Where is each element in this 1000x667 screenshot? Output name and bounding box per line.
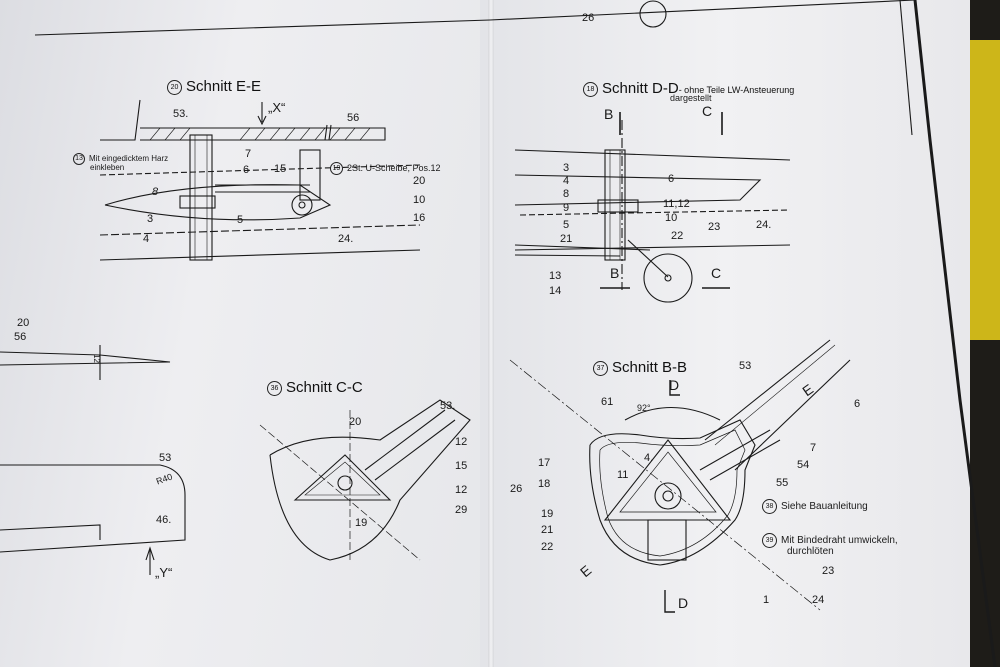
part-label: 3 bbox=[147, 213, 154, 225]
cut-marker: C bbox=[702, 103, 713, 119]
plan-sheet-right bbox=[480, 0, 970, 667]
part-label: 19 bbox=[541, 508, 554, 520]
part-label: 12 bbox=[455, 484, 468, 496]
part-label: 54 bbox=[797, 459, 810, 471]
part-label: 18 bbox=[538, 478, 551, 490]
part-label: 26 bbox=[510, 483, 523, 495]
view-marker-x: „X“ bbox=[268, 100, 286, 115]
part-label: 14 bbox=[549, 285, 562, 297]
part-label: 6 bbox=[243, 164, 250, 176]
part-label: 17 bbox=[538, 457, 551, 469]
part-label: 53 bbox=[159, 452, 172, 464]
part-label: 21 bbox=[541, 524, 554, 536]
note-39-line2: durchlöten bbox=[787, 546, 834, 557]
part-label: 55 bbox=[776, 477, 789, 489]
part-label: 8 bbox=[152, 186, 159, 198]
plan-sheet-left bbox=[0, 0, 495, 667]
part-label: 15 bbox=[274, 163, 287, 175]
part-label: 19 bbox=[355, 517, 368, 529]
part-label: 9 bbox=[563, 202, 570, 214]
cut-marker: C bbox=[711, 265, 722, 281]
part-label: 53. bbox=[173, 108, 189, 120]
paper-fold bbox=[488, 0, 494, 667]
cut-marker: B bbox=[610, 265, 620, 281]
part-label: 20 bbox=[349, 416, 362, 428]
part-label: 24 bbox=[812, 594, 825, 606]
part-label: 5 bbox=[563, 219, 570, 231]
part-label: 16 bbox=[413, 212, 426, 224]
part-label: 46. bbox=[156, 514, 172, 526]
view-marker-y: „Y“ bbox=[155, 565, 173, 580]
note-13-line2: einkleben bbox=[90, 163, 125, 172]
part-label: 10 bbox=[413, 194, 426, 206]
part-label: 22 bbox=[541, 541, 554, 553]
part-label: 13 bbox=[549, 270, 562, 282]
section-dd-subtitle: dargestellt bbox=[670, 93, 712, 103]
part-label: 7 bbox=[245, 148, 252, 160]
part-label: 53 bbox=[739, 360, 752, 372]
part-label: 23 bbox=[708, 221, 721, 233]
part-label: 53. bbox=[440, 400, 456, 412]
dimension-label: 12 bbox=[91, 354, 101, 363]
part-number: 26 bbox=[582, 12, 595, 24]
part-label: 20 bbox=[413, 175, 426, 187]
part-label: 12 bbox=[455, 436, 468, 448]
cut-marker: B bbox=[604, 106, 614, 122]
part-label: 3 bbox=[563, 162, 570, 174]
part-label: 5 bbox=[237, 214, 244, 226]
part-label: 24. bbox=[756, 219, 772, 231]
part-label: 4 bbox=[563, 175, 570, 187]
part-label: 11,12 bbox=[663, 198, 690, 210]
part-label: 22 bbox=[671, 230, 684, 242]
part-label: 1 bbox=[763, 594, 770, 606]
part-label: 61 bbox=[601, 396, 614, 408]
part-label: 7 bbox=[810, 442, 817, 454]
part-label: 8 bbox=[563, 188, 570, 200]
cut-marker: D bbox=[678, 595, 689, 611]
part-label: 20 bbox=[17, 317, 30, 329]
part-label: 15 bbox=[455, 460, 468, 472]
part-label: 29 bbox=[455, 504, 468, 516]
part-label: 56 bbox=[347, 112, 360, 124]
part-label: 4. bbox=[644, 452, 654, 464]
part-label: 4 bbox=[143, 233, 150, 245]
part-label: 6 bbox=[854, 398, 861, 410]
part-label: 56 bbox=[14, 331, 27, 343]
part-label: 23 bbox=[822, 565, 835, 577]
part-label: 24. bbox=[338, 233, 354, 245]
part-label: 21 bbox=[560, 233, 573, 245]
cut-marker: D bbox=[669, 377, 680, 393]
angle-label: 92° bbox=[637, 403, 651, 413]
part-label: 6 bbox=[668, 173, 675, 185]
part-label: 11 bbox=[617, 469, 629, 481]
part-label: 10 bbox=[665, 212, 678, 224]
